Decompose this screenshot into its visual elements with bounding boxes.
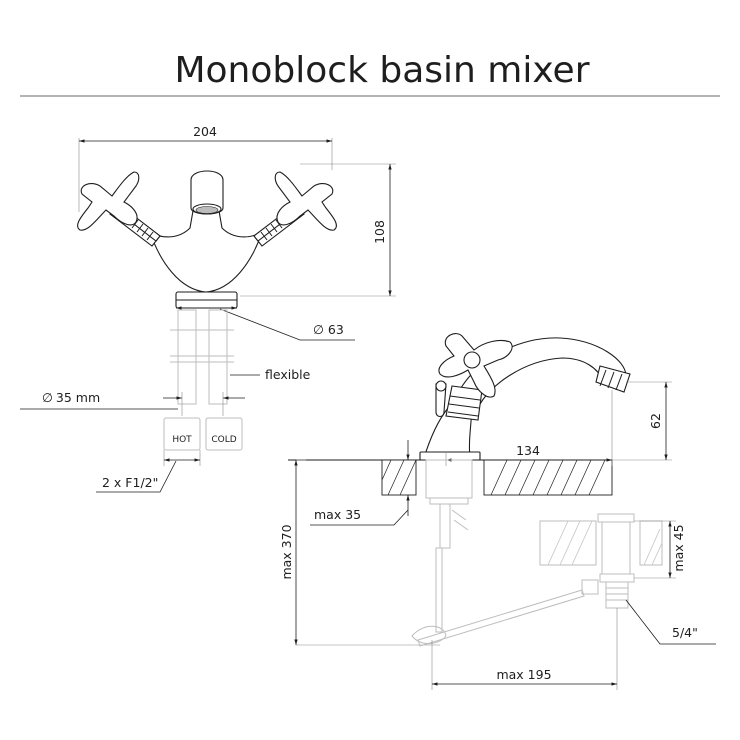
dim-spout-height-label: 62 — [648, 413, 663, 429]
dim-waste-reach-label: max 195 — [496, 667, 551, 682]
hot-label: HOT — [172, 435, 192, 445]
dim-height-label: 108 — [372, 220, 387, 244]
hot-connector — [163, 417, 201, 451]
cold-connector — [205, 417, 243, 451]
dim-spout-reach-label: 134 — [516, 443, 540, 458]
dim-max-length-label: max 370 — [279, 524, 294, 579]
dim-hole-label: ∅35 mm — [42, 390, 100, 405]
dim-deck-label: max 35 — [314, 507, 361, 522]
dim-base-label: ∅63 — [313, 322, 344, 337]
page-title: Monoblock basin mixer — [174, 50, 589, 91]
dim-waste-thickness-label: max 45 — [671, 524, 686, 571]
cold-label: COLD — [211, 435, 236, 445]
dim-thread-label: 5/4" — [672, 625, 698, 640]
flexible-label: flexible — [265, 367, 311, 382]
dim-connections-label: 2 x F1/2" — [102, 475, 158, 490]
side-view: 62 134 max 35 max 370 — [279, 333, 716, 690]
front-view: 204 108 ∅63 — [20, 124, 396, 493]
dim-width-label: 204 — [193, 124, 217, 139]
